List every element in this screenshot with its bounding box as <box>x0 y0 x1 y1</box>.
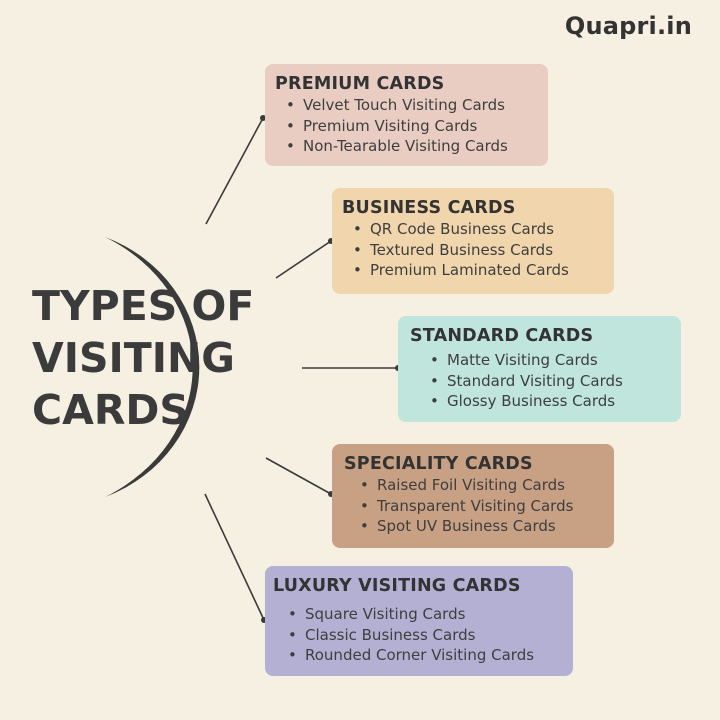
list-item: Rounded Corner Visiting Cards <box>288 645 561 666</box>
standard-cards-box: STANDARD CARDS Matte Visiting Cards Stan… <box>398 316 681 422</box>
brand-name: Quapri.in <box>564 12 692 40</box>
premium-cards-heading: PREMIUM CARDS <box>275 74 445 94</box>
connector-business <box>275 240 332 279</box>
title-line-3: CARDS <box>32 386 189 434</box>
list-item: Raised Foil Visiting Cards <box>360 475 602 496</box>
list-item: Glossy Business Cards <box>430 391 669 412</box>
luxury-cards-list: Square Visiting Cards Classic Business C… <box>273 604 561 666</box>
standard-cards-heading: STANDARD CARDS <box>410 326 594 346</box>
connector-luxury <box>204 493 265 621</box>
list-item: Square Visiting Cards <box>288 604 561 625</box>
business-cards-heading: BUSINESS CARDS <box>342 198 516 218</box>
title-line-2: VISITING <box>32 334 235 382</box>
list-item: Non-Tearable Visiting Cards <box>286 136 536 157</box>
list-item: Textured Business Cards <box>353 240 602 261</box>
list-item: QR Code Business Cards <box>353 219 602 240</box>
list-item: Spot UV Business Cards <box>360 516 602 537</box>
luxury-cards-box: LUXURY VISITING CARDS Square Visiting Ca… <box>265 566 573 676</box>
speciality-cards-box: SPECIALITY CARDS Raised Foil Visiting Ca… <box>332 444 614 548</box>
connector-dot-premium <box>260 115 266 121</box>
speciality-cards-heading: SPECIALITY CARDS <box>344 454 533 474</box>
business-cards-list: QR Code Business Cards Textured Business… <box>342 219 602 281</box>
list-item: Classic Business Cards <box>288 625 561 646</box>
luxury-cards-heading: LUXURY VISITING CARDS <box>273 576 521 596</box>
title-line-1: TYPES OF <box>32 282 255 330</box>
list-item: Transparent Visiting Cards <box>360 496 602 517</box>
connector-premium <box>205 117 264 225</box>
list-item: Standard Visiting Cards <box>430 371 669 392</box>
main-title: TYPES OF VISITING CARDS <box>32 280 254 436</box>
connector-speciality <box>265 457 332 495</box>
list-item: Premium Laminated Cards <box>353 260 602 281</box>
speciality-cards-list: Raised Foil Visiting Cards Transparent V… <box>344 475 602 537</box>
standard-cards-list: Matte Visiting Cards Standard Visiting C… <box>410 350 669 412</box>
premium-cards-box: PREMIUM CARDS Velvet Touch Visiting Card… <box>265 64 548 166</box>
list-item: Matte Visiting Cards <box>430 350 669 371</box>
premium-cards-list: Velvet Touch Visiting Cards Premium Visi… <box>275 95 536 157</box>
business-cards-box: BUSINESS CARDS QR Code Business Cards Te… <box>332 188 614 294</box>
list-item: Premium Visiting Cards <box>286 116 536 137</box>
list-item: Velvet Touch Visiting Cards <box>286 95 536 116</box>
crescent-shape <box>105 237 200 497</box>
